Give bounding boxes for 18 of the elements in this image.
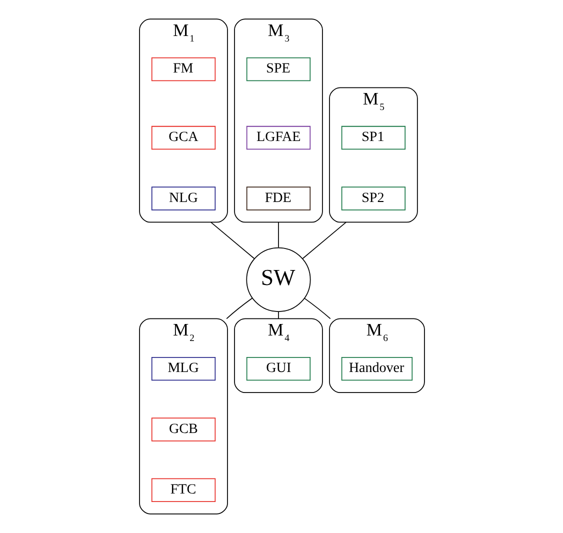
node-box: GCB xyxy=(150,418,216,442)
node-box: SP2 xyxy=(340,186,406,210)
connector xyxy=(226,298,252,320)
node-box: NLG xyxy=(150,186,216,210)
node-box: SPE xyxy=(246,57,310,82)
node-box: GCA xyxy=(150,126,216,150)
node-box: Handover xyxy=(340,356,412,381)
node-box: GUI xyxy=(246,356,310,381)
node-box: FTC xyxy=(150,478,216,502)
node-circle: SW xyxy=(246,247,310,312)
node-box: FDE xyxy=(246,186,310,210)
node-box: LGFAE xyxy=(246,126,310,150)
connector xyxy=(304,298,330,320)
node-box: FM xyxy=(150,57,216,82)
connector xyxy=(210,222,254,259)
node-box: MLG xyxy=(150,356,216,381)
connector xyxy=(302,222,346,259)
node-box: SP1 xyxy=(340,126,406,150)
